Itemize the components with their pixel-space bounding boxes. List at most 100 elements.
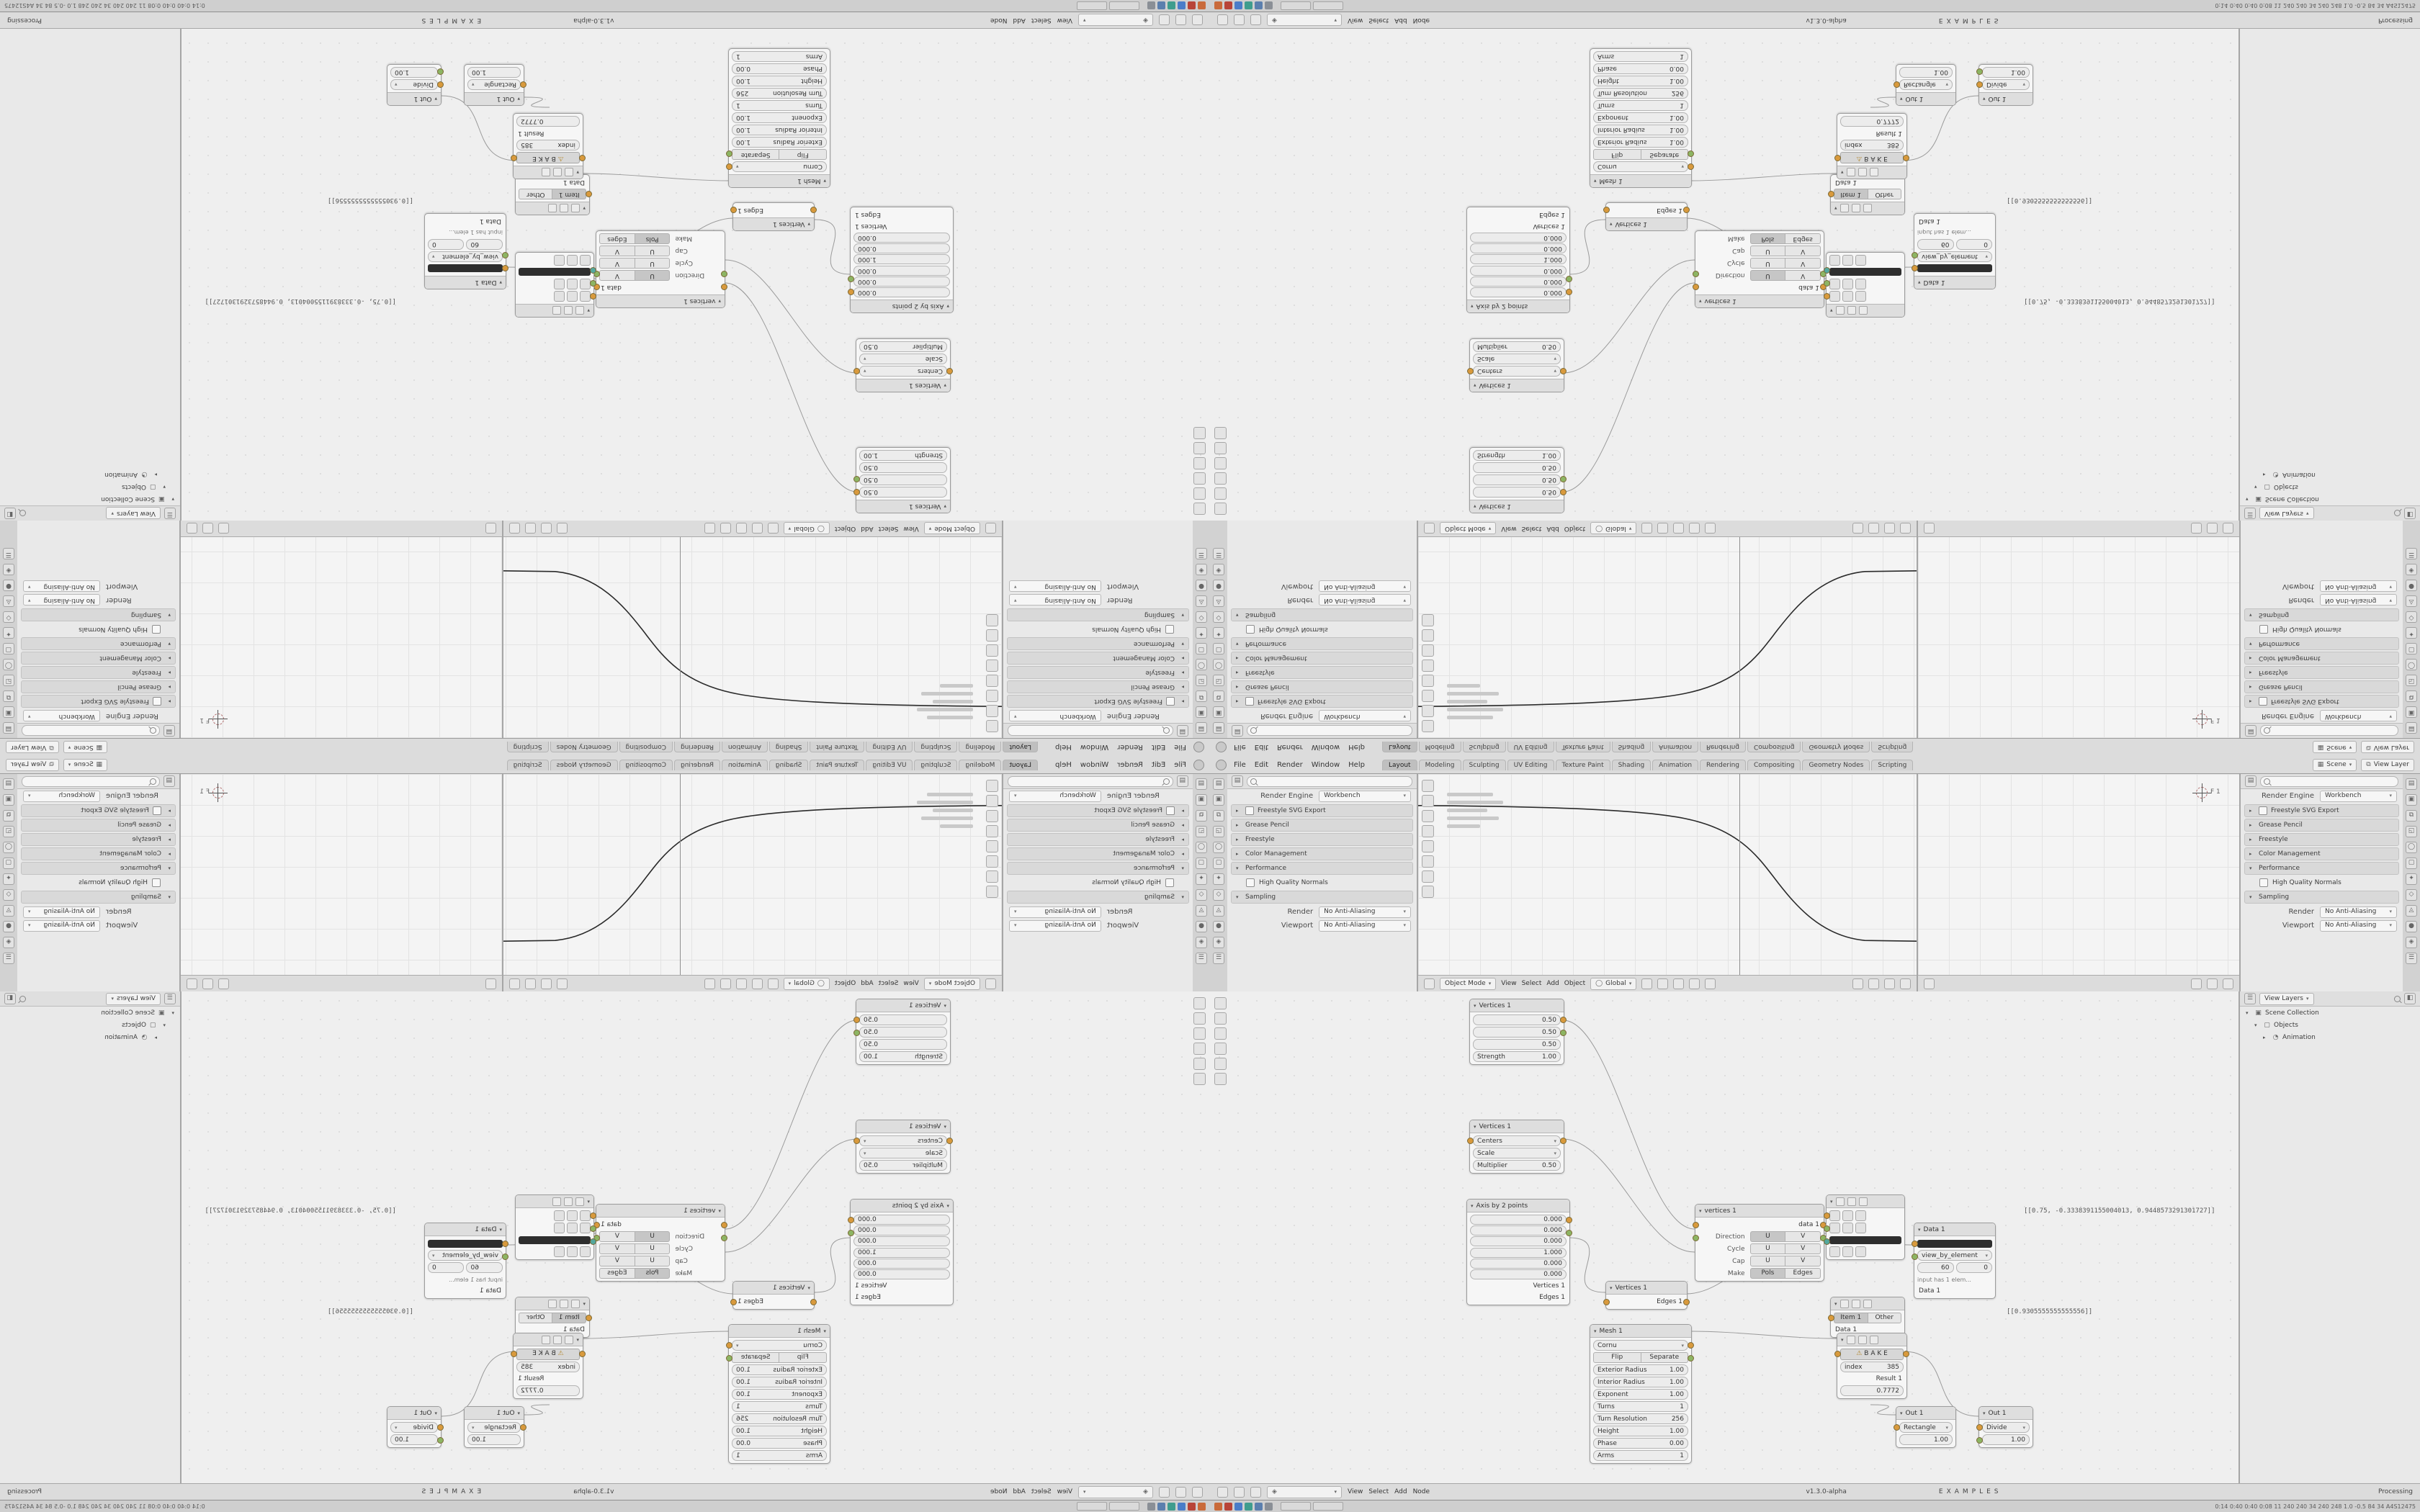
output-socket-dot[interactable] [730, 1299, 737, 1305]
number-field[interactable]: 1.00 [467, 1434, 521, 1445]
menu-window[interactable]: Window [1311, 760, 1340, 769]
option-button[interactable]: V [1785, 258, 1821, 269]
toggle-button[interactable] [1829, 279, 1840, 289]
bake-button[interactable]: ⚠B A K E [1840, 152, 1904, 163]
panel-header[interactable]: ▾Performance [1007, 862, 1189, 875]
option-button[interactable]: Edges [1785, 233, 1821, 244]
output-socket-dot[interactable] [1688, 150, 1694, 157]
panel-checkbox[interactable] [1166, 806, 1175, 815]
option-button[interactable]: U [1749, 246, 1786, 256]
shading-icon[interactable] [509, 978, 520, 989]
panel-header[interactable]: ▸Freestyle [21, 666, 176, 679]
shading-icon[interactable] [557, 978, 568, 989]
node-header-icon[interactable] [1846, 168, 1855, 177]
workspace-tab[interactable]: Compositing [1747, 742, 1801, 753]
panel-header[interactable]: ▸Freestyle [1231, 833, 1413, 846]
view-layer-selector[interactable]: ⧉ View Layer [6, 758, 59, 771]
outliner-item-animation[interactable]: ▸◔Animation [2240, 1031, 2420, 1043]
input-socket-dot[interactable] [1693, 271, 1699, 277]
output-socket-dot[interactable] [848, 1217, 854, 1223]
editor-type-icon[interactable] [1424, 523, 1435, 534]
input-socket-dot[interactable] [579, 155, 586, 161]
number-field[interactable]: 60 [466, 239, 503, 250]
node-header-icon[interactable] [575, 306, 585, 315]
option-button[interactable]: Other [519, 1313, 553, 1323]
number-field[interactable]: 0.50 [859, 1014, 947, 1025]
number-field[interactable]: 0 [1955, 239, 1992, 250]
scene-tab-icon[interactable]: ◱ [3, 675, 14, 686]
node-header-icon[interactable] [565, 1335, 574, 1344]
workspace-tab[interactable]: Texture Paint [1555, 759, 1610, 770]
shading-icon[interactable] [525, 978, 536, 989]
vector-component[interactable]: 0.000 [853, 276, 950, 287]
node-tool-icon[interactable] [1214, 1043, 1227, 1055]
scene-tab-icon[interactable]: ◱ [1196, 826, 1207, 837]
workspace-tab[interactable]: Geometry Nodes [1802, 742, 1870, 753]
editor-type-icon[interactable]: ▤ [1177, 725, 1188, 737]
node-header[interactable]: ▾Out 1 [387, 1407, 441, 1420]
vector-component[interactable]: 0.000 [1470, 1225, 1567, 1236]
vector-component[interactable]: 0.000 [853, 1225, 950, 1236]
panel-header[interactable]: ▾Performance [1231, 862, 1413, 875]
dropdown-field[interactable]: view_by_element▾ [1917, 1250, 1992, 1261]
outliner-icon[interactable]: ☰ [2244, 508, 2256, 519]
output-tab-icon[interactable]: ▣ [2406, 706, 2417, 718]
number-field[interactable]: 1.00 [1899, 1434, 1953, 1445]
particles-tab-icon[interactable]: ◇ [1213, 889, 1224, 901]
property-dropdown[interactable]: No Anti-Aliasing▾ [23, 594, 100, 606]
world-tab-icon[interactable]: ◯ [1213, 659, 1224, 670]
object-tab-icon[interactable]: ▢ [2406, 858, 2417, 869]
output-tab-icon[interactable]: ▣ [3, 706, 14, 718]
search-icon[interactable] [2394, 995, 2401, 1002]
menu-render[interactable]: Render [1117, 743, 1143, 752]
color-swatch[interactable] [519, 268, 591, 276]
outliner-item-scene-collection[interactable]: ▾▣Scene Collection [2240, 1007, 2420, 1019]
mode-selector[interactable]: Object Mode▾ [923, 977, 980, 990]
viewport-menu-object[interactable]: Object [1564, 525, 1586, 532]
option-button[interactable]: Edges [1785, 1268, 1821, 1279]
snap-tool-icon[interactable] [1641, 978, 1653, 989]
node-header[interactable]: ▾Vertices 1 [856, 379, 950, 392]
dropdown-field[interactable]: Divide▾ [1982, 1422, 2030, 1433]
property-dropdown[interactable]: No Anti-Aliasing▾ [23, 580, 100, 593]
node-tool-icon[interactable] [1193, 457, 1206, 469]
node-header-icon[interactable] [1869, 168, 1878, 177]
properties-search-input[interactable] [1247, 775, 1412, 787]
menu-edit[interactable]: Edit [1151, 743, 1166, 752]
data-tab-icon[interactable]: ◈ [3, 937, 14, 948]
shading-icon[interactable] [1900, 523, 1911, 534]
output-tab-icon[interactable]: ▣ [3, 794, 14, 806]
editor-type-icon[interactable] [485, 978, 496, 989]
number-field[interactable]: 0.7772 [516, 116, 580, 127]
viewport-secondary-canvas[interactable]: F 1 [181, 774, 502, 975]
outliner-icon[interactable]: ☰ [164, 508, 176, 519]
menu-help[interactable]: Help [1055, 743, 1072, 752]
node-header[interactable]: ▾Axis by 2 points [851, 1200, 953, 1212]
taskbar-app-icon[interactable] [1214, 1502, 1222, 1511]
output-socket-dot[interactable] [730, 207, 737, 213]
toggle-button[interactable] [554, 255, 565, 266]
node-header[interactable]: ▾Vertices 1 [856, 999, 950, 1012]
workspace-tab[interactable]: Texture Paint [810, 742, 865, 753]
number-field[interactable]: 60 [1917, 239, 1954, 250]
filter-icon[interactable]: ◧ [4, 508, 16, 519]
dropdown-field[interactable]: Cornu▾ [732, 161, 827, 172]
editor-type-icon[interactable] [985, 523, 996, 534]
outliner-item-objects[interactable]: ▾▢Objects [2240, 481, 2420, 493]
output-tab-icon[interactable]: ▣ [1213, 706, 1224, 718]
workspace-tab[interactable]: Modeling [1418, 759, 1461, 770]
editor-type-icon[interactable] [1924, 523, 1935, 534]
workspace-tab[interactable]: Sculpting [914, 742, 958, 753]
workspace-tab[interactable]: Animation [1652, 759, 1699, 770]
